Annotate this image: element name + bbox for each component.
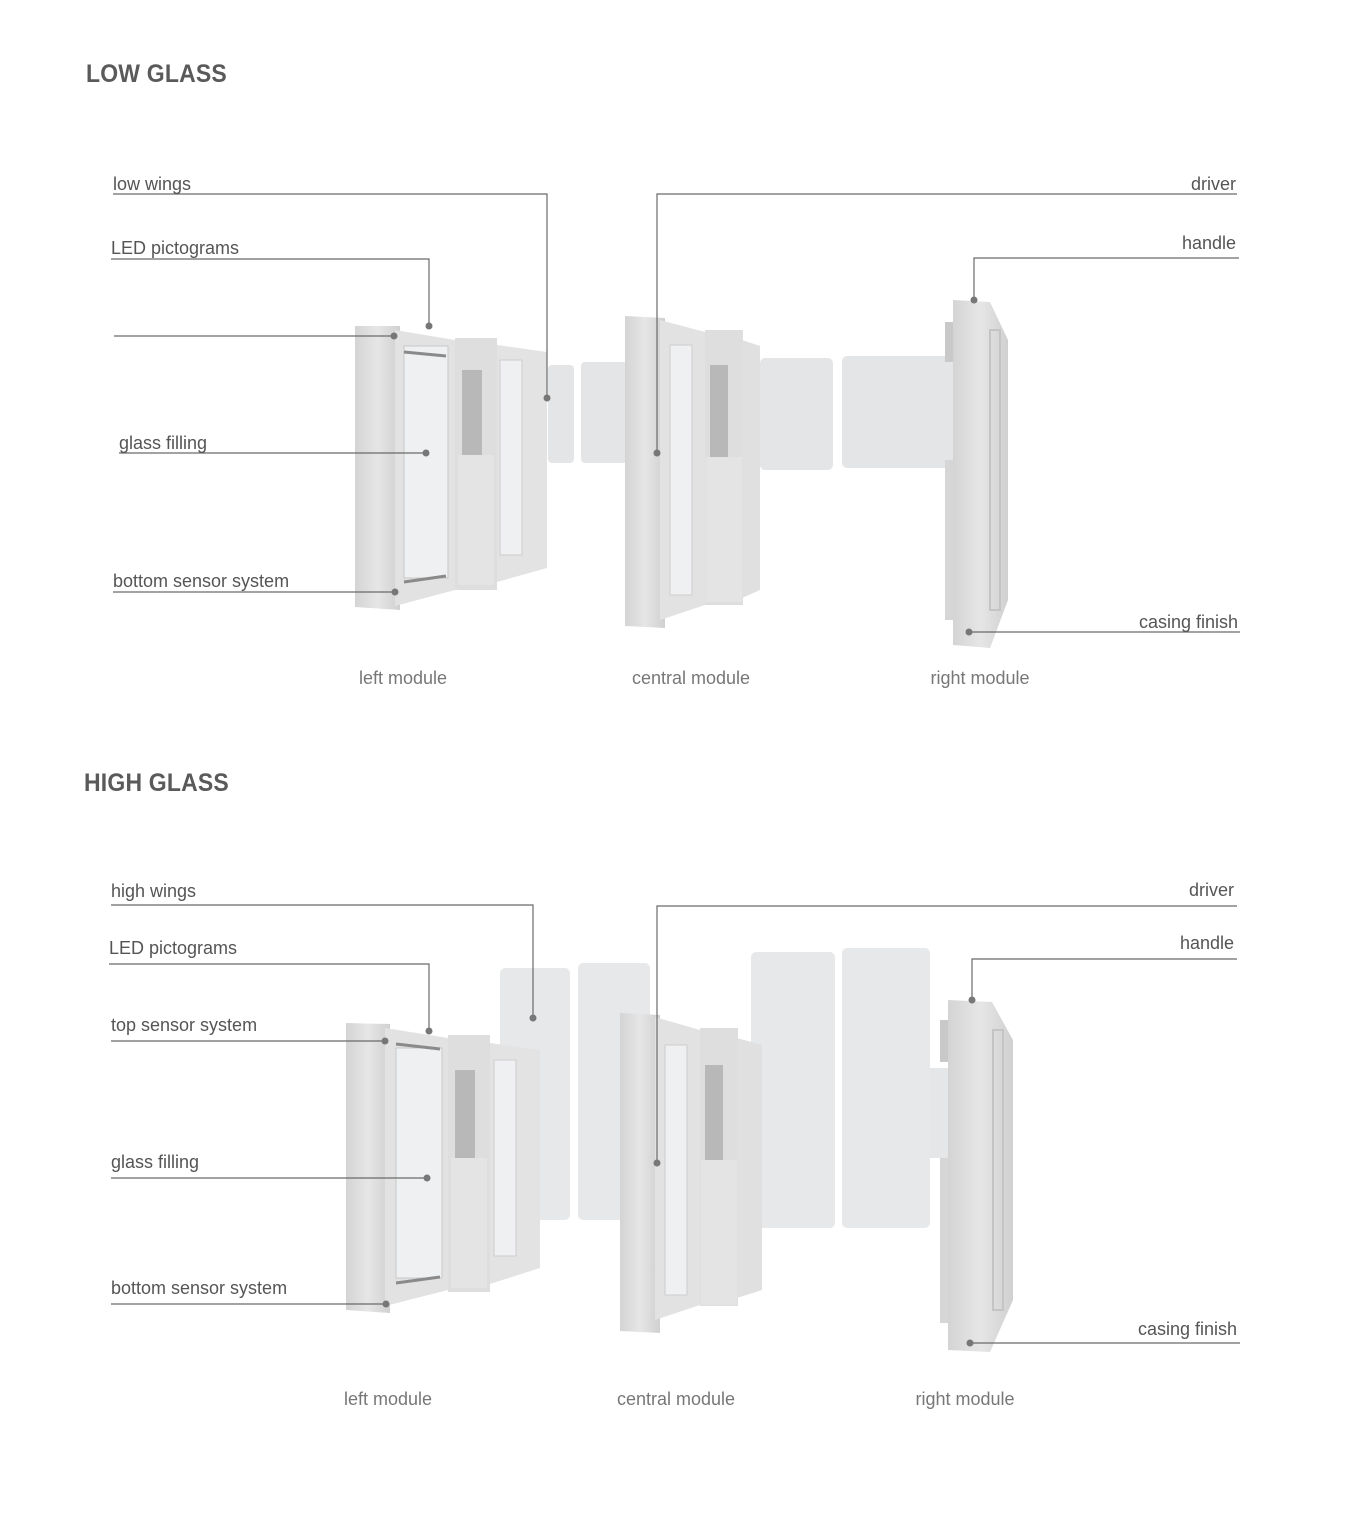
label-led-pictograms: LED pictograms (109, 938, 238, 958)
label-high-wings: high wings (111, 881, 197, 901)
low-central-module (625, 316, 760, 628)
label-casing-finish: casing finish (1138, 612, 1238, 632)
low-wings (548, 356, 954, 470)
module-label-central: central module (616, 1389, 736, 1409)
label-handle: handle (1181, 233, 1236, 253)
label-handle: handle (1179, 933, 1234, 953)
label-driver: driver (1190, 174, 1236, 194)
label-top-sensor-system: top sensor system (111, 1015, 258, 1035)
low-right-module (945, 300, 1008, 648)
module-label-central: central module (631, 668, 751, 688)
high-left-module (346, 1023, 540, 1313)
label-bottom-sensor-system: bottom sensor system (111, 1278, 288, 1298)
label-led-pictograms: LED pictograms (111, 238, 240, 258)
high-right-module (930, 1000, 1013, 1352)
label-driver: driver (1188, 880, 1234, 900)
label-bottom-sensor-system: bottom sensor system (113, 571, 290, 591)
callout-lines (109, 193, 1240, 1344)
section-title-high-glass: HIGH GLASS (84, 769, 229, 797)
label-casing-finish: casing finish (1137, 1319, 1237, 1339)
section-title-low-glass: LOW GLASS (86, 60, 227, 88)
high-central-module (620, 1013, 762, 1333)
module-label-left: left module (343, 1389, 433, 1409)
callout-dots (381, 296, 978, 1347)
label-glass-filling: glass filling (111, 1152, 200, 1172)
module-label-right: right module (930, 668, 1030, 688)
label-glass-filling: glass filling (119, 433, 208, 453)
low-left-module (355, 326, 547, 610)
module-label-left: left module (358, 668, 448, 688)
module-label-right: right module (915, 1389, 1015, 1409)
label-low-wings: low wings (113, 174, 192, 194)
